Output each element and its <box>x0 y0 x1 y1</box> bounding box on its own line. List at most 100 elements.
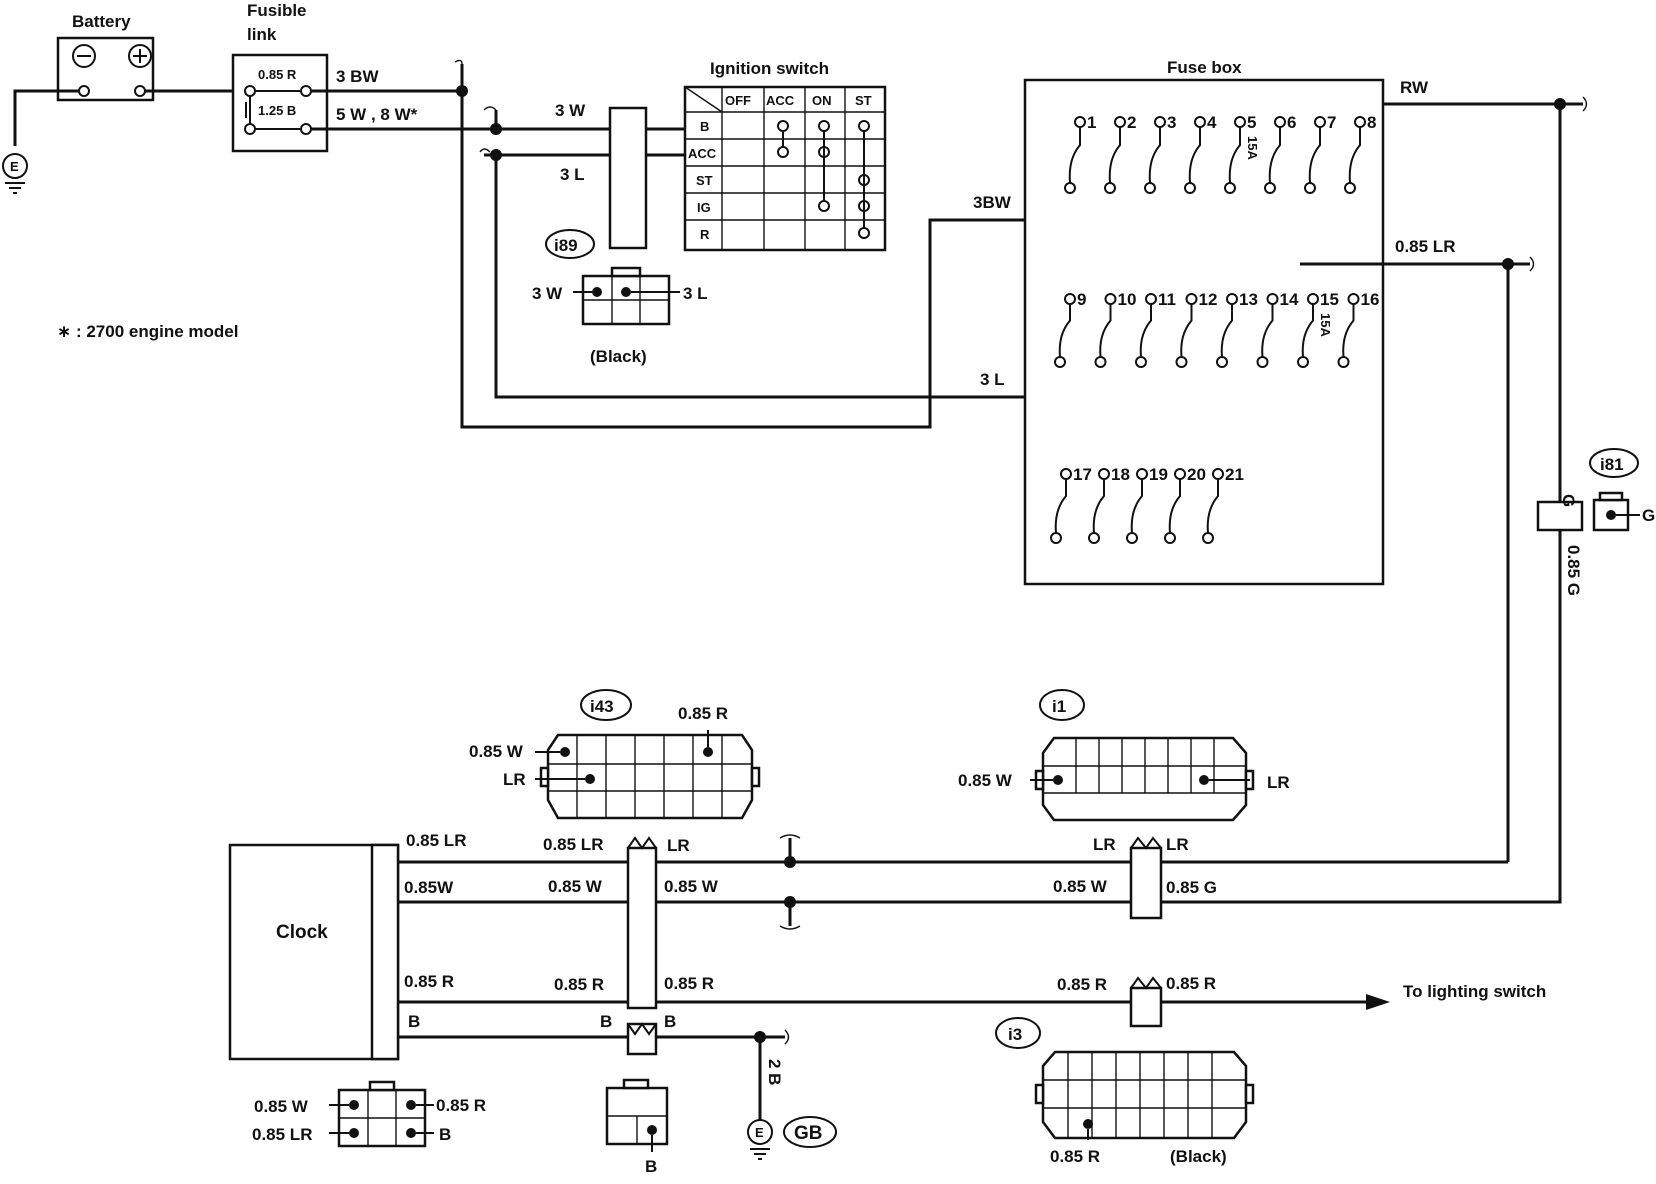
fuse-number: 8 <box>1367 113 1376 132</box>
ign-row-ig: IG <box>697 200 711 215</box>
i1-wire-085g: 0.85 G <box>1166 878 1217 897</box>
wire-label-5w8w: 5 W , 8 W* <box>336 105 418 124</box>
i89-color: (Black) <box>590 347 647 366</box>
fuse-element <box>1268 127 1281 184</box>
ign-row-r: R <box>700 227 710 242</box>
fuse-element <box>1099 304 1112 358</box>
svg-text:i43: i43 <box>590 697 614 716</box>
clock-connector-face <box>329 1080 434 1148</box>
i1-wire-085w: 0.85 W <box>1053 877 1108 896</box>
connector-i43 <box>535 730 761 820</box>
i1-pin-085w: 0.85 W <box>958 771 1013 790</box>
svg-text:E: E <box>755 1125 764 1140</box>
fuse-number: 21 <box>1225 465 1244 484</box>
connector-i3-tag: i3 <box>995 1017 1041 1049</box>
ground-conn-b: B <box>645 1157 657 1176</box>
fuse-number: 1 <box>1087 113 1096 132</box>
fuse-number: 14 <box>1280 290 1299 309</box>
fusible-link <box>231 53 329 153</box>
fuse-element <box>1108 127 1121 184</box>
fuse-element <box>1342 304 1355 358</box>
clock-conn-085w: 0.85 W <box>254 1097 309 1116</box>
fuse-rating: 15A <box>1318 313 1333 337</box>
fuse-element <box>1168 479 1181 534</box>
to-lighting-switch-label: To lighting switch <box>1403 982 1546 1001</box>
clock-wire-b: B <box>408 1012 420 1031</box>
fuse-element <box>1139 304 1152 358</box>
fuse-element <box>1188 127 1201 184</box>
fuse-element <box>1054 479 1067 534</box>
fusible-link-label-2: link <box>247 25 277 44</box>
i43-wire-lr-right: LR <box>667 836 690 855</box>
clock-label: Clock <box>276 922 328 943</box>
svg-text:E: E <box>10 159 19 174</box>
i3-pin-085r: 0.85 R <box>1050 1147 1100 1166</box>
i3-inline-connector <box>1129 986 1163 1028</box>
fuse-element <box>1148 127 1161 184</box>
fuse-element <box>1130 479 1143 534</box>
fuse-element <box>1092 479 1105 534</box>
fuse-element <box>1068 127 1081 184</box>
wire-label-085g: 0.85 G <box>1564 545 1583 596</box>
fuse-element <box>1220 304 1233 358</box>
fuse-number: 11 <box>1158 290 1176 309</box>
fusible-link-085r: 0.85 R <box>258 67 297 82</box>
i43-wire-085w-right: 0.85 W <box>664 877 719 896</box>
fuse-element <box>1206 479 1219 534</box>
ign-col-on: ON <box>812 93 832 108</box>
fuse-number: 20 <box>1187 465 1206 484</box>
i43-wire-085r-left: 0.85 R <box>554 975 604 994</box>
svg-text:i1: i1 <box>1052 697 1066 716</box>
i43-pin-085r: 0.85 R <box>678 704 728 723</box>
fuse-rating: 15A <box>1245 136 1260 160</box>
fuse-number: 10 <box>1118 290 1137 309</box>
fuse-number: 16 <box>1361 290 1380 309</box>
fuse-number: 6 <box>1287 113 1296 132</box>
fuse-element <box>1058 304 1071 358</box>
fuse-element <box>1180 304 1193 358</box>
i81-g-label: G <box>1559 494 1578 507</box>
i3-wire-085r-left: 0.85 R <box>1057 975 1107 994</box>
connector-i89-tag: i89 <box>545 229 595 259</box>
clock-connector <box>370 843 400 1061</box>
wire-label-3w: 3 W <box>555 101 586 120</box>
connector-i89 <box>573 266 680 326</box>
fuse-number: 3 <box>1167 113 1176 132</box>
ign-col-off: OFF <box>725 93 751 108</box>
connector-i81 <box>1592 491 1640 532</box>
i43-wire-085r-right: 0.85 R <box>664 974 714 993</box>
i1-wire-lr-left: LR <box>1093 835 1116 854</box>
fuse-number: 18 <box>1111 465 1130 484</box>
battery-negative-icon <box>72 44 96 68</box>
i43-wire-085lr-left: 0.85 LR <box>543 835 603 854</box>
fuse-number: 12 <box>1199 290 1218 309</box>
i43-pin-lr: LR <box>503 770 526 789</box>
svg-text:i81: i81 <box>1600 455 1624 474</box>
i81-pin-g: G <box>1642 506 1655 525</box>
i43-pin-085w: 0.85 W <box>469 742 524 761</box>
i1-wire-lr-right: LR <box>1166 835 1189 854</box>
i3-wire-085r-right: 0.85 R <box>1166 974 1216 993</box>
fuse-element <box>1301 304 1314 358</box>
fuse-box-label: Fuse box <box>1167 58 1242 77</box>
fuse-number: 7 <box>1327 113 1336 132</box>
i43-inline-connector <box>626 846 658 1010</box>
footnote: ∗ : 2700 engine model <box>57 322 238 341</box>
ignition-connector-body <box>608 106 648 250</box>
ign-col-st: ST <box>855 93 872 108</box>
ign-row-st: ST <box>696 173 713 188</box>
i89-pin-3l: 3 L <box>683 284 708 303</box>
clock <box>228 843 400 1061</box>
ground-wire-b-right: B <box>664 1012 676 1031</box>
connector-i43-tag: i43 <box>580 689 632 721</box>
i43-wire-085w-left: 0.85 W <box>548 877 603 896</box>
ground-wire-2b: 2 B <box>765 1059 784 1085</box>
fuse-number: 13 <box>1239 290 1258 309</box>
ign-row-acc: ACC <box>688 146 717 161</box>
battery-label: Battery <box>72 12 131 31</box>
wire-label-3l-mid: 3 L <box>980 370 1005 389</box>
gb-tag: GB <box>783 1116 837 1148</box>
clock-wire-085lr: 0.85 LR <box>406 831 466 850</box>
